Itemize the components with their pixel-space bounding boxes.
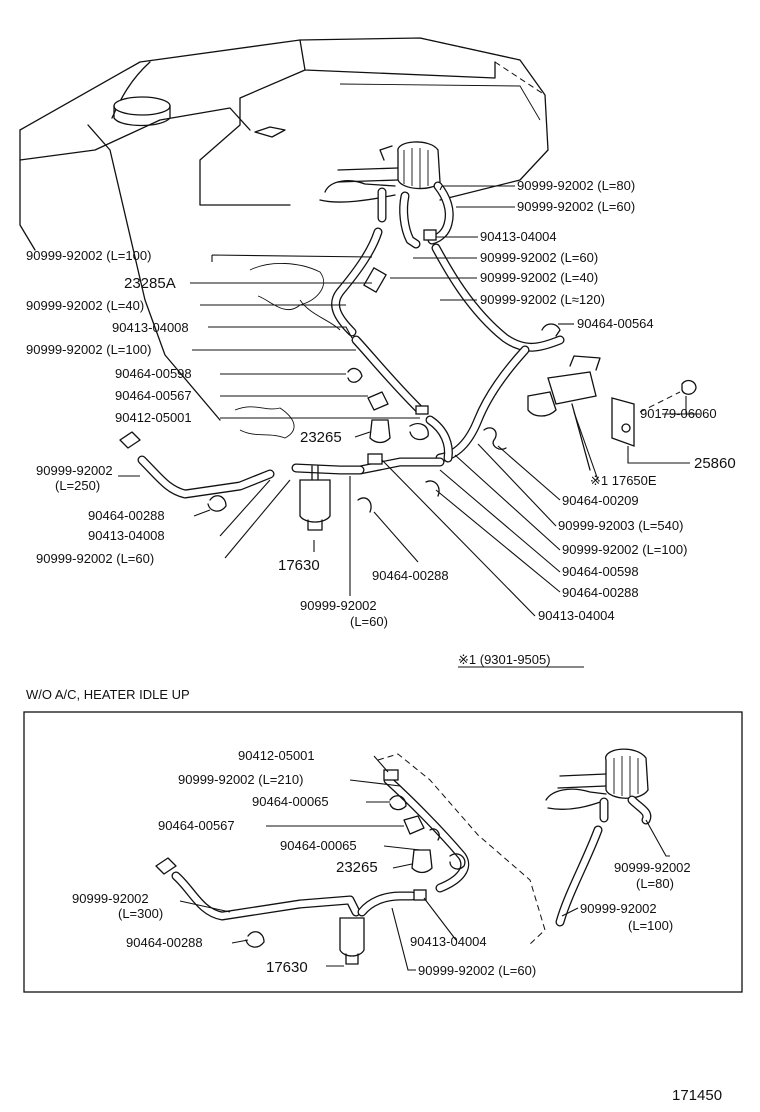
label-joint-04008-b: 90413-04008 [88,528,165,543]
inset-label-hose-l80: 90999-92002 [614,860,691,875]
label-clip-00209: 90464-00209 [562,493,639,508]
inset-label-hose-l210: 90999-92002 (L=210) [178,772,303,787]
label-filter-17630-top: 17630 [278,557,320,574]
label-joint-04004-a: 90413-04004 [480,229,557,244]
inset-label-hose-l80-length: (L=80) [636,876,674,891]
label-hose-l60-mid-length: (L=60) [350,614,388,629]
inset-label-hose-l100-length: (L=100) [628,918,673,933]
label-hose-l100-b: 90999-92002 (L=100) [26,342,151,357]
label-hose-l40-b: 90999-92002 (L=40) [26,298,144,313]
inset-label-clip-00567: 90464-00567 [158,818,235,833]
label-23285a: 23285A [124,275,176,292]
label-hose-l250-length: (L=250) [55,478,100,493]
inset-label-hose-l300-length: (L=300) [118,906,163,921]
label-hose-l80: 90999-92002 (L=80) [517,178,635,193]
label-hose-l60-l: 90999-92002 (L=60) [36,551,154,566]
label-hose-l540: 90999-92003 (L=540) [558,518,683,533]
label-23265-top: 23265 [300,429,342,446]
label-joint-04004-b: 90413-04004 [538,608,615,623]
label-note-production: ※1 (9301-9505) [458,652,551,667]
engine-outline [19,37,549,439]
label-hose-l100-a: 90999-92002 (L=100) [26,248,151,263]
inset-leaders [179,755,670,971]
top-labels: 90999-92002 (L=80) 90999-92002 (L=60) 90… [26,178,736,667]
inset-label-hose-l60: 90999-92002 (L=60) [418,963,536,978]
label-clip-00567-l: 90464-00567 [115,388,192,403]
inset-labels: 90412-05001 90999-92002 (L=210) 90464-00… [72,748,691,978]
hoses-top [119,181,565,499]
label-clip-00288-mid: 90464-00288 [372,568,449,583]
label-vsv-17650e: ※1 17650E [590,473,657,488]
inset-label-filter-17630: 17630 [266,959,308,976]
label-hose-l60-a: 90999-92002 (L=60) [517,199,635,214]
small-parts-top [207,229,697,531]
label-valve-05001-l: 90412-05001 [115,410,192,425]
inset-label-clip-00065-a: 90464-00065 [252,794,329,809]
inset-drawing [155,748,652,965]
label-hose-l250: 90999-92002 [36,463,113,478]
inset-label-valve-05001: 90412-05001 [238,748,315,763]
diagram-number: 171450 [672,1087,722,1104]
inset-label-hose-l300: 90999-92002 [72,891,149,906]
label-clip-00288-r: 90464-00288 [562,585,639,600]
inset-label-clip-00065-b: 90464-00065 [280,838,357,853]
label-clip-00598-l: 90464-00598 [115,366,192,381]
label-bolt-06060: 90179-06060 [640,406,717,421]
label-hose-l60-b: 90999-92002 (L=60) [480,250,598,265]
label-clip-00598-r: 90464-00598 [562,564,639,579]
label-clip-00564: 90464-00564 [577,316,654,331]
inset-label-joint-04004: 90413-04004 [410,934,487,949]
label-bracket-25860: 25860 [694,455,736,472]
label-joint-04008-a: 90413-04008 [112,320,189,335]
label-hose-l60-mid: 90999-92002 [300,598,377,613]
label-hose-l120: 90999-92002 (L≈120) [480,292,605,307]
top-leaders [118,185,700,617]
inset-label-hose-l100: 90999-92002 [580,901,657,916]
inset-label-23265: 23265 [336,859,378,876]
inset-label-clip-00288: 90464-00288 [126,935,203,950]
label-clip-00288-l: 90464-00288 [88,508,165,523]
label-hose-l100-r: 90999-92002 (L=100) [562,542,687,557]
inset-title: W/O A/C, HEATER IDLE UP [26,687,190,702]
inset-frame [23,711,743,993]
label-hose-l40-a: 90999-92002 (L=40) [480,270,598,285]
